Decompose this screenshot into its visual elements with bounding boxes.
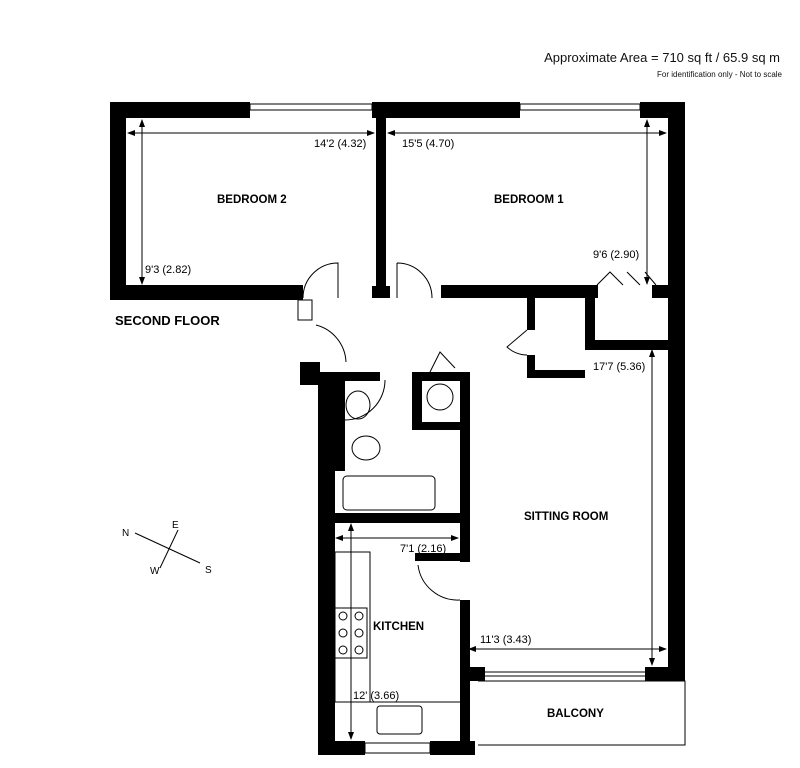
disclaimer-note: For identification only - Not to scale [657,70,782,79]
room-label-balcony: BALCONY [547,708,604,720]
walls [110,102,685,755]
room-label-bedroom1: BEDROOM 1 [494,194,564,206]
floor-label: SECOND FLOOR [115,313,220,328]
windows-doors [249,103,686,754]
compass-e: E [172,520,179,531]
boiler-icon [426,383,454,411]
sink-icon [376,705,423,735]
dim-sitting-depth: 17'7 (5.36) [593,361,645,373]
dimension-lines [127,119,667,740]
compass-n: N [122,528,129,539]
compass-s: S [205,565,212,576]
dim-bedroom1-depth: 9'6 (2.90) [593,249,639,261]
dim-kitchen-depth: 12' (3.66) [353,690,399,702]
compass: N E S W [122,520,212,577]
dim-bedroom2-width: 14'2 (4.32) [314,138,366,150]
dim-bedroom2-depth: 9'3 (2.82) [145,264,191,276]
compass-w: W [150,566,160,577]
approximate-area: Approximate Area = 710 sq ft / 65.9 sq m [544,50,780,65]
room-label-bedroom2: BEDROOM 2 [217,194,287,206]
dim-kitchen-width: 7'1 (2.16) [400,543,446,555]
dim-bedroom1-width: 15'5 (4.70) [402,138,454,150]
room-label-kitchen: KITCHEN [373,621,424,633]
dim-sitting-width: 11'3 (3.43) [480,634,531,646]
worktop [334,551,371,703]
toilet-icon [351,435,381,461]
bath-icon [342,475,436,511]
room-label-sitting: SITTING ROOM [524,511,608,523]
basin-icon [345,390,371,420]
